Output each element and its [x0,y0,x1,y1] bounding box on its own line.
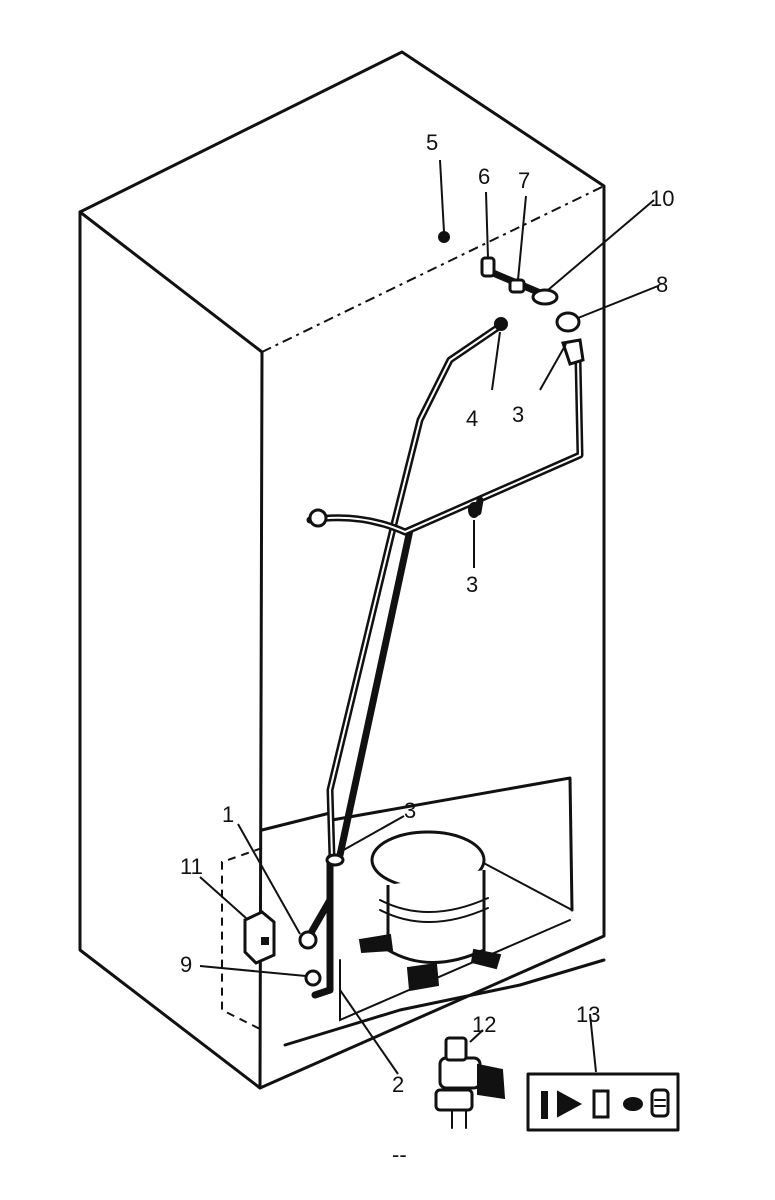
part-12-valve [434,1036,506,1129]
callout-6: 6 [478,164,490,189]
harness-connectors [298,311,585,987]
callout-5: 5 [426,130,438,155]
callout-3-bottom: 3 [404,798,416,823]
callout-4: 4 [466,406,478,431]
callout-8: 8 [656,272,668,297]
callout-1: 1 [222,802,234,827]
callout-12: 12 [472,1012,496,1037]
callout-11: 11 [180,854,203,879]
callout-2: 2 [392,1072,404,1097]
callout-10: 10 [650,186,674,211]
part-13-switch-panel [526,1072,680,1132]
top-control-assembly [438,231,559,306]
callout-13: 13 [576,1002,600,1027]
cabinet-outline [78,50,606,1090]
part-11-bracket [243,910,276,965]
callout-7: 7 [518,168,530,193]
compressor-compartment [221,776,606,1047]
compressor [358,830,502,992]
footer-mark: -- [392,1142,407,1167]
callout-labels: 5 6 7 10 8 4 3 3 3 1 11 9 2 12 13 -- [180,130,674,1167]
callout-9: 9 [180,952,192,977]
callout-3-top: 3 [512,402,524,427]
callout-3-middle: 3 [466,572,478,597]
leader-lines [199,159,659,1075]
